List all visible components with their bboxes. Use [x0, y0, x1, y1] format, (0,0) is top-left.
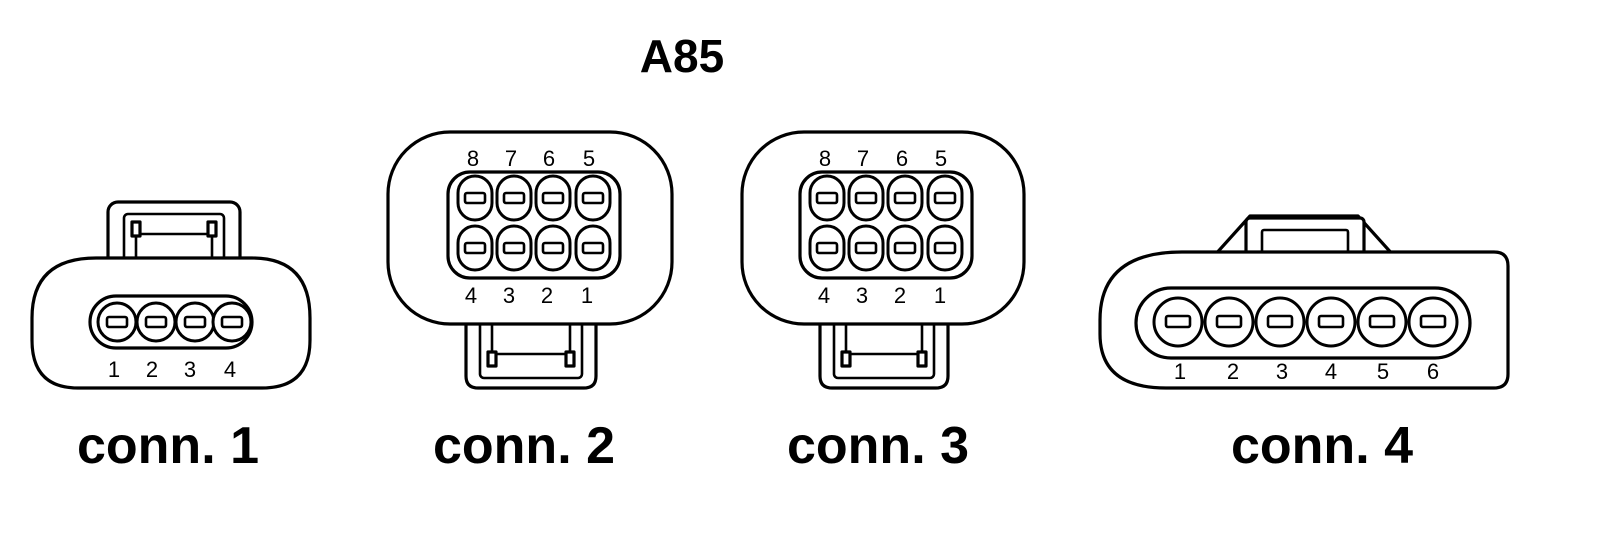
pin-number: 7: [505, 146, 517, 171]
connector-3-pins: [808, 174, 964, 272]
pin-number: 8: [819, 146, 831, 171]
pin: [926, 224, 964, 272]
pin-number: 8: [467, 146, 479, 171]
pin: [495, 224, 533, 272]
pin-number: 2: [146, 357, 158, 382]
pin: [1356, 296, 1408, 348]
pin-number: 5: [1377, 359, 1389, 384]
pin: [808, 224, 846, 272]
pin: [456, 174, 494, 222]
connector-3-label: conn. 3: [787, 417, 969, 475]
connector-4-pin-cavity: [1134, 286, 1472, 360]
connector-1: 1 2 3 4 conn. 1: [30, 200, 312, 475]
connector-2: 8 7 6 5 4 3 2 1 conn. 2: [386, 130, 674, 475]
connector-3-housing: [740, 130, 1026, 326]
pin: [1407, 296, 1459, 348]
pin: [1152, 296, 1204, 348]
pin: [886, 174, 924, 222]
pin-number: 2: [1227, 359, 1239, 384]
pin: [574, 224, 612, 272]
connector-3-pin-cavity: [798, 170, 974, 280]
pin-number: 5: [583, 146, 595, 171]
pin: [174, 301, 216, 343]
pin-number: 5: [935, 146, 947, 171]
pin: [96, 301, 138, 343]
pin: [886, 224, 924, 272]
connector-1-pins: [96, 301, 253, 343]
diagram-title: A85: [640, 30, 724, 82]
connector-4-pins: [1152, 296, 1459, 348]
connector-1-label: conn. 1: [77, 417, 259, 475]
pin: [534, 224, 572, 272]
pin: [495, 174, 533, 222]
pin-number: 3: [184, 357, 196, 382]
pin-number: 3: [1276, 359, 1288, 384]
pin: [574, 174, 612, 222]
pin-number: 6: [1427, 359, 1439, 384]
connector-2-label: conn. 2: [433, 417, 615, 475]
pin: [1203, 296, 1255, 348]
pin-number: 1: [581, 283, 593, 308]
pin-number: 3: [503, 283, 515, 308]
pin-number: 2: [541, 283, 553, 308]
pin: [808, 174, 846, 222]
pin: [534, 174, 572, 222]
connector-3: 8 7 6 5 4 3 2 1 conn. 3: [740, 130, 1026, 475]
pin-number: 1: [108, 357, 120, 382]
pin-number: 3: [856, 283, 868, 308]
connector-4-label: conn. 4: [1231, 417, 1413, 475]
pin-number: 6: [896, 146, 908, 171]
pin-number: 4: [224, 357, 236, 382]
connector-2-pins: [456, 174, 612, 272]
pin-number: 1: [934, 283, 946, 308]
pin: [847, 174, 885, 222]
pin: [1254, 296, 1306, 348]
pin: [135, 301, 177, 343]
pin: [1305, 296, 1357, 348]
pin: [211, 301, 253, 343]
pin-number: 4: [465, 283, 477, 308]
pin: [926, 174, 964, 222]
pin-number: 6: [543, 146, 555, 171]
connector-2-housing: [386, 130, 674, 326]
pin-number: 4: [1325, 359, 1337, 384]
pin: [456, 224, 494, 272]
pin: [847, 224, 885, 272]
pin-number: 2: [894, 283, 906, 308]
connector-4: 1 2 3 4 5 6 conn. 4: [1098, 214, 1510, 475]
pin-number: 7: [857, 146, 869, 171]
connector-2-pin-cavity: [446, 170, 622, 280]
pin-number: 4: [818, 283, 830, 308]
pin-number: 1: [1174, 359, 1186, 384]
